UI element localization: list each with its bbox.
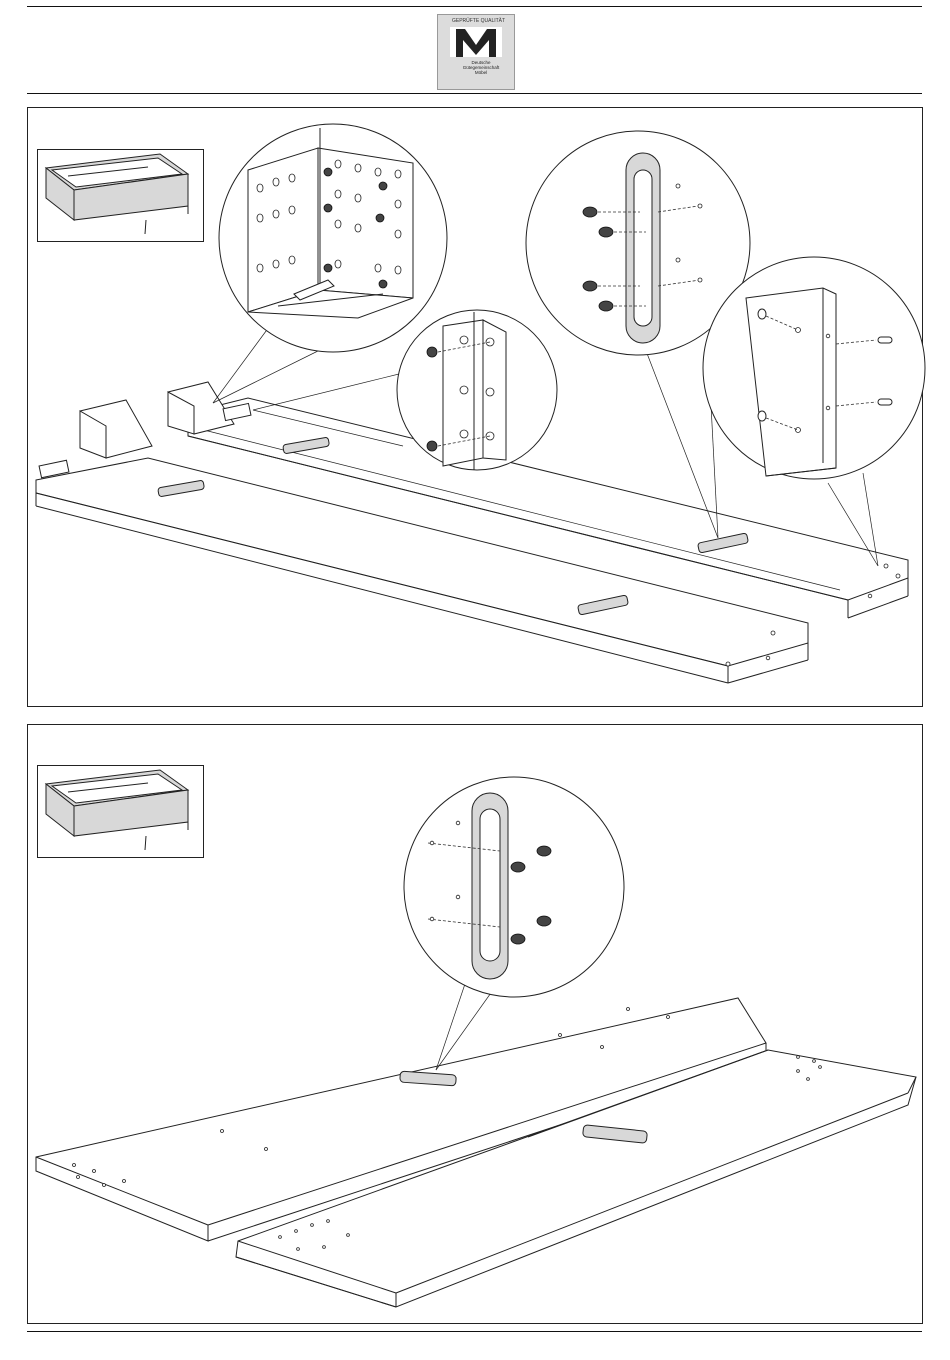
- step-2-drawing: [28, 725, 922, 1323]
- hinge-plate-detail: [397, 310, 557, 470]
- corner-bracket-detail: [219, 124, 447, 352]
- quality-logo: GEPRÜFTE QUALITÄT Deutsche Gütegemeinsch…: [437, 14, 515, 90]
- step-2-panel: [27, 724, 923, 1324]
- header-rule: [27, 93, 922, 94]
- logo-bottom-text: Deutsche Gütegemeinschaft Möbel: [456, 60, 506, 75]
- logo-mark-icon: [438, 15, 514, 89]
- top-rule: [27, 6, 922, 7]
- footer-rule: [27, 1331, 922, 1332]
- step-1-panel: [27, 107, 923, 707]
- dowel-detail: [703, 257, 925, 479]
- rail-connector-detail: [404, 777, 624, 997]
- step-1-drawing: [28, 108, 922, 706]
